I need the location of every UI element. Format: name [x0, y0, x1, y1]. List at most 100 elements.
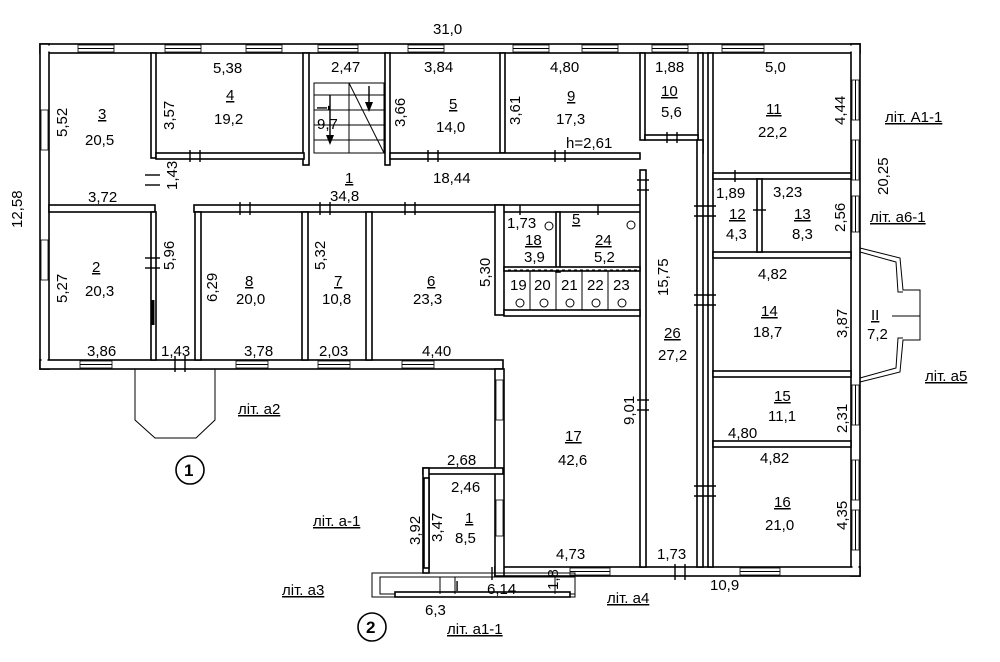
room-area: 18,7: [753, 324, 782, 341]
dim: 3,66: [392, 98, 409, 127]
room-number: 1: [465, 510, 473, 527]
room-number: 5: [572, 211, 580, 228]
room-number: 4: [226, 87, 234, 104]
dim: 1,43: [161, 343, 190, 360]
lit-label: літ. а2: [238, 401, 280, 418]
room-area: 20,0: [236, 291, 265, 308]
dim: 4,73: [556, 546, 585, 563]
dim: 15,75: [655, 258, 672, 296]
room-number: 5: [449, 96, 457, 113]
room-area: 42,6: [558, 452, 587, 469]
dim: 2,31: [834, 404, 851, 433]
dim: 5,27: [54, 274, 71, 303]
stall-number: 22: [587, 277, 604, 294]
lit-label: літ. а1-1: [447, 621, 503, 638]
room-number: 7: [334, 273, 342, 290]
dim: 3,84: [424, 59, 453, 76]
lit-labels: літ. А1-1 літ. а6-1 літ. а5 літ. а2 літ.…: [238, 109, 967, 638]
room-number: 14: [761, 303, 778, 320]
dim: 4,80: [728, 425, 757, 442]
dim: 5,96: [161, 241, 178, 270]
room-number: 13: [794, 206, 811, 223]
room-number: 11: [766, 101, 782, 118]
room-number: 9: [567, 88, 575, 105]
room-area: 3,9: [524, 249, 545, 266]
dim: 2,56: [832, 203, 849, 232]
room-labels: 3 20,5 4 19,2 I 9,7 5 14,0 9 17,3 10 5,6…: [85, 83, 888, 595]
dim: 1,43: [164, 161, 181, 190]
room-area: 7,2: [867, 326, 888, 343]
dim: 9,01: [621, 396, 638, 425]
dim: 4,44: [832, 96, 849, 125]
doors: [145, 132, 766, 580]
room-number: 17: [565, 428, 582, 445]
room-number: II: [871, 307, 879, 324]
dim: 2,46: [451, 479, 480, 496]
dim: 3,86: [87, 343, 116, 360]
windows: [40, 44, 860, 576]
dim: 3,23: [773, 184, 802, 201]
dim: 1,89: [716, 185, 745, 202]
dim: 4,35: [834, 501, 851, 530]
dim: 5,52: [54, 108, 71, 137]
dim: 3,78: [244, 343, 273, 360]
dim: 18,44: [433, 170, 471, 187]
room-area: 11,1: [768, 408, 796, 425]
lit-label: літ. а3: [282, 582, 324, 599]
room-area: 14,0: [436, 119, 465, 136]
room-area: 23,3: [413, 291, 442, 308]
dim: 4,40: [422, 343, 451, 360]
dim: 3,57: [161, 101, 178, 130]
dim: 2,47: [331, 59, 360, 76]
room-number: 2: [92, 259, 100, 276]
dim: 5,38: [213, 60, 242, 77]
room-area: 17,3: [556, 111, 585, 128]
room-area: 19,2: [214, 111, 243, 128]
dim: 3,72: [88, 189, 117, 206]
dim: 4,80: [550, 59, 579, 76]
room-number: 26: [664, 325, 681, 342]
lit-label: літ. а5: [925, 368, 967, 385]
room-number: 16: [774, 494, 791, 511]
dim-right-height: 20,25: [875, 157, 892, 195]
room-area: 34,8: [330, 188, 359, 205]
stall-number: 20: [534, 277, 551, 294]
marker-2: 2: [366, 618, 375, 637]
room-number: 6: [427, 273, 435, 290]
room-area: 8,5: [455, 530, 476, 547]
room-area: 10,8: [322, 291, 351, 308]
dim-total-height: 12,58: [9, 190, 26, 228]
room-area: 20,3: [85, 283, 114, 300]
room-number: I: [314, 106, 331, 110]
dim: 3,47: [429, 513, 446, 542]
dim: 10,9: [710, 577, 739, 594]
lit-label: літ. а-1: [313, 513, 360, 530]
room-area: 21,0: [765, 517, 794, 534]
room-area: 22,2: [758, 124, 787, 141]
dim: 6,14: [487, 581, 516, 598]
dim: 5,30: [477, 258, 494, 287]
dimensions: 31,0 12,58 20,25 5,38 2,47 3,84 4,80 1,8…: [9, 21, 892, 619]
dim: 5,32: [312, 241, 329, 270]
room-number: I: [455, 578, 459, 595]
room-area: 27,2: [658, 347, 687, 364]
dim: 1,73: [507, 215, 536, 232]
dim: 3,61: [507, 96, 524, 125]
section-markers: 1 2: [175, 455, 387, 642]
room-area: 8,3: [792, 226, 813, 243]
marker-1: 1: [184, 461, 193, 480]
room-area: 9,7: [317, 116, 338, 133]
lit-label: літ. А1-1: [885, 109, 942, 126]
room-number: 1: [345, 170, 353, 187]
toilet-stalls: [508, 220, 638, 310]
dim: 6,3: [425, 602, 446, 619]
stall-number: 21: [561, 277, 578, 294]
stall-number: 19: [510, 277, 527, 294]
staircase: [313, 82, 385, 154]
dim: 2,68: [447, 452, 476, 469]
dim: 1,8: [545, 569, 562, 590]
room-number: 18: [525, 232, 542, 249]
dim: 6,29: [204, 273, 221, 302]
dim: 5,0: [765, 59, 786, 76]
